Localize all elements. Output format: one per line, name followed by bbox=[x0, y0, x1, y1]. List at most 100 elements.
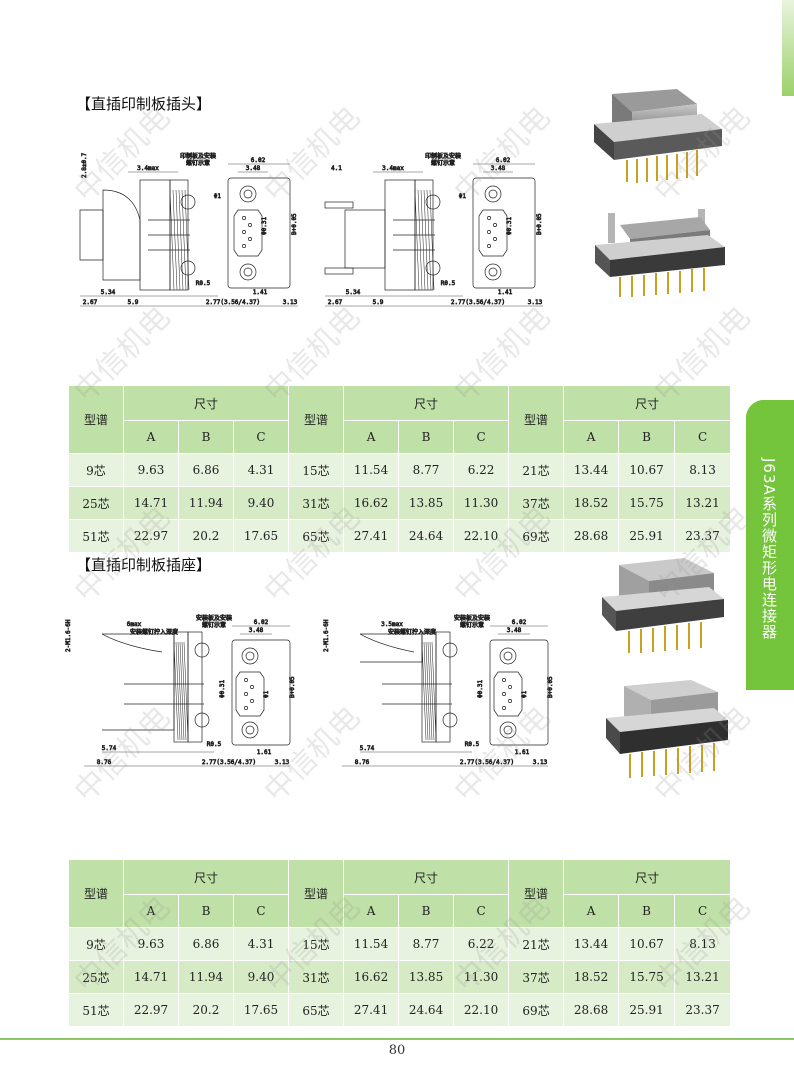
svg-text:2.77(3.56/4.37): 2.77(3.56/4.37) bbox=[451, 299, 505, 306]
section-title-plug: 【直插印制板插头】 bbox=[76, 95, 212, 113]
value-cell: 10.67 bbox=[618, 927, 676, 961]
value-cell: 24.64 bbox=[398, 519, 455, 553]
svg-text:1.41: 1.41 bbox=[498, 289, 513, 296]
header-c: C bbox=[674, 420, 732, 454]
value-cell: 13.85 bbox=[398, 960, 455, 994]
svg-text:Φ0.31: Φ0.31 bbox=[506, 217, 513, 235]
svg-text:螺钉示意: 螺钉示意 bbox=[431, 159, 455, 167]
header-size: 尺寸 bbox=[563, 385, 732, 421]
value-cell: 11.54 bbox=[343, 453, 400, 487]
svg-text:B+0.05: B+0.05 bbox=[547, 676, 554, 698]
model-cell: 65芯 bbox=[288, 519, 345, 553]
svg-text:5.34: 5.34 bbox=[101, 289, 116, 296]
header-c: C bbox=[453, 894, 510, 928]
value-cell: 13.21 bbox=[674, 486, 732, 520]
value-cell: 15.75 bbox=[618, 960, 676, 994]
value-cell: 15.75 bbox=[618, 486, 676, 520]
svg-text:6.02: 6.02 bbox=[496, 157, 511, 164]
header-c: C bbox=[453, 420, 510, 454]
value-cell: 25.91 bbox=[618, 993, 676, 1027]
value-cell: 11.54 bbox=[343, 927, 400, 961]
product-photo-socket-1 bbox=[594, 555, 729, 660]
value-cell: 20.2 bbox=[178, 519, 234, 553]
value-cell: 23.37 bbox=[674, 519, 732, 553]
svg-text:1.61: 1.61 bbox=[515, 749, 530, 756]
product-photo-socket-2 bbox=[596, 678, 731, 783]
value-cell: 8.13 bbox=[674, 453, 732, 487]
value-cell: 17.65 bbox=[232, 993, 290, 1027]
svg-text:8.76: 8.76 bbox=[97, 759, 112, 766]
model-cell: 51芯 bbox=[68, 519, 124, 553]
svg-text:5.9: 5.9 bbox=[128, 299, 139, 306]
header-size: 尺寸 bbox=[563, 859, 732, 895]
value-cell: 24.64 bbox=[398, 993, 455, 1027]
value-cell: 6.86 bbox=[178, 453, 234, 487]
svg-text:R0.5: R0.5 bbox=[465, 741, 480, 748]
header-a: A bbox=[123, 894, 179, 928]
svg-text:Φ1: Φ1 bbox=[263, 690, 270, 698]
product-photo-plug-2 bbox=[590, 205, 730, 300]
value-cell: 17.65 bbox=[232, 519, 290, 553]
model-cell: 31芯 bbox=[288, 486, 345, 520]
value-cell: 9.40 bbox=[232, 960, 290, 994]
svg-text:Φ1: Φ1 bbox=[459, 193, 467, 200]
svg-text:安装螺钉拧入深度: 安装螺钉拧入深度 bbox=[130, 628, 178, 636]
footer-line bbox=[0, 1038, 794, 1040]
svg-text:2.77(3.56/4.37): 2.77(3.56/4.37) bbox=[460, 759, 514, 766]
svg-text:8.76: 8.76 bbox=[355, 759, 370, 766]
model-cell: 69芯 bbox=[508, 519, 565, 553]
value-cell: 6.86 bbox=[178, 927, 234, 961]
header-c: C bbox=[232, 420, 290, 454]
header-a: A bbox=[123, 420, 179, 454]
svg-text:Φ0.31: Φ0.31 bbox=[219, 680, 226, 698]
svg-text:3.13: 3.13 bbox=[275, 759, 290, 766]
svg-text:Φ0.31: Φ0.31 bbox=[477, 680, 484, 698]
header-c: C bbox=[674, 894, 732, 928]
svg-text:螺钉示意: 螺钉示意 bbox=[202, 621, 226, 629]
value-cell: 8.77 bbox=[398, 453, 455, 487]
header-a: A bbox=[343, 420, 400, 454]
value-cell: 27.41 bbox=[343, 519, 400, 553]
product-photo-plug-1 bbox=[582, 84, 732, 189]
svg-text:1.41: 1.41 bbox=[253, 289, 268, 296]
svg-text:R0.5: R0.5 bbox=[441, 280, 456, 287]
model-cell: 25芯 bbox=[68, 960, 124, 994]
value-cell: 22.10 bbox=[453, 993, 510, 1027]
value-cell: 4.31 bbox=[232, 453, 290, 487]
value-cell: 13.44 bbox=[563, 927, 620, 961]
svg-text:5.74: 5.74 bbox=[102, 745, 117, 752]
header-a: A bbox=[343, 894, 400, 928]
svg-text:印制板及安装: 印制板及安装 bbox=[180, 152, 216, 160]
header-b: B bbox=[618, 894, 676, 928]
svg-text:Φ0.31: Φ0.31 bbox=[261, 217, 268, 235]
value-cell: 13.85 bbox=[398, 486, 455, 520]
svg-text:螺钉示意: 螺钉示意 bbox=[460, 621, 484, 629]
value-cell: 22.97 bbox=[123, 519, 179, 553]
value-cell: 9.40 bbox=[232, 486, 290, 520]
svg-text:2.8±0.7: 2.8±0.7 bbox=[81, 152, 88, 178]
svg-text:B+0.05: B+0.05 bbox=[536, 213, 543, 235]
value-cell: 13.44 bbox=[563, 453, 620, 487]
svg-text:1.61: 1.61 bbox=[257, 749, 272, 756]
svg-text:印制板及安装: 印制板及安装 bbox=[425, 152, 461, 160]
header-model: 型谱 bbox=[288, 385, 345, 454]
header-size: 尺寸 bbox=[343, 859, 510, 895]
header-model: 型谱 bbox=[68, 859, 124, 928]
svg-text:安装板及安装: 安装板及安装 bbox=[196, 614, 232, 622]
value-cell: 18.52 bbox=[563, 486, 620, 520]
svg-text:4.1: 4.1 bbox=[331, 165, 342, 172]
side-tab: J63A系列微矩形电连接器 bbox=[746, 400, 794, 690]
model-cell: 15芯 bbox=[288, 453, 345, 487]
svg-text:R0.5: R0.5 bbox=[196, 280, 211, 287]
model-cell: 37芯 bbox=[508, 486, 565, 520]
svg-text:5.74: 5.74 bbox=[360, 745, 375, 752]
value-cell: 27.41 bbox=[343, 993, 400, 1027]
value-cell: 25.91 bbox=[618, 519, 676, 553]
